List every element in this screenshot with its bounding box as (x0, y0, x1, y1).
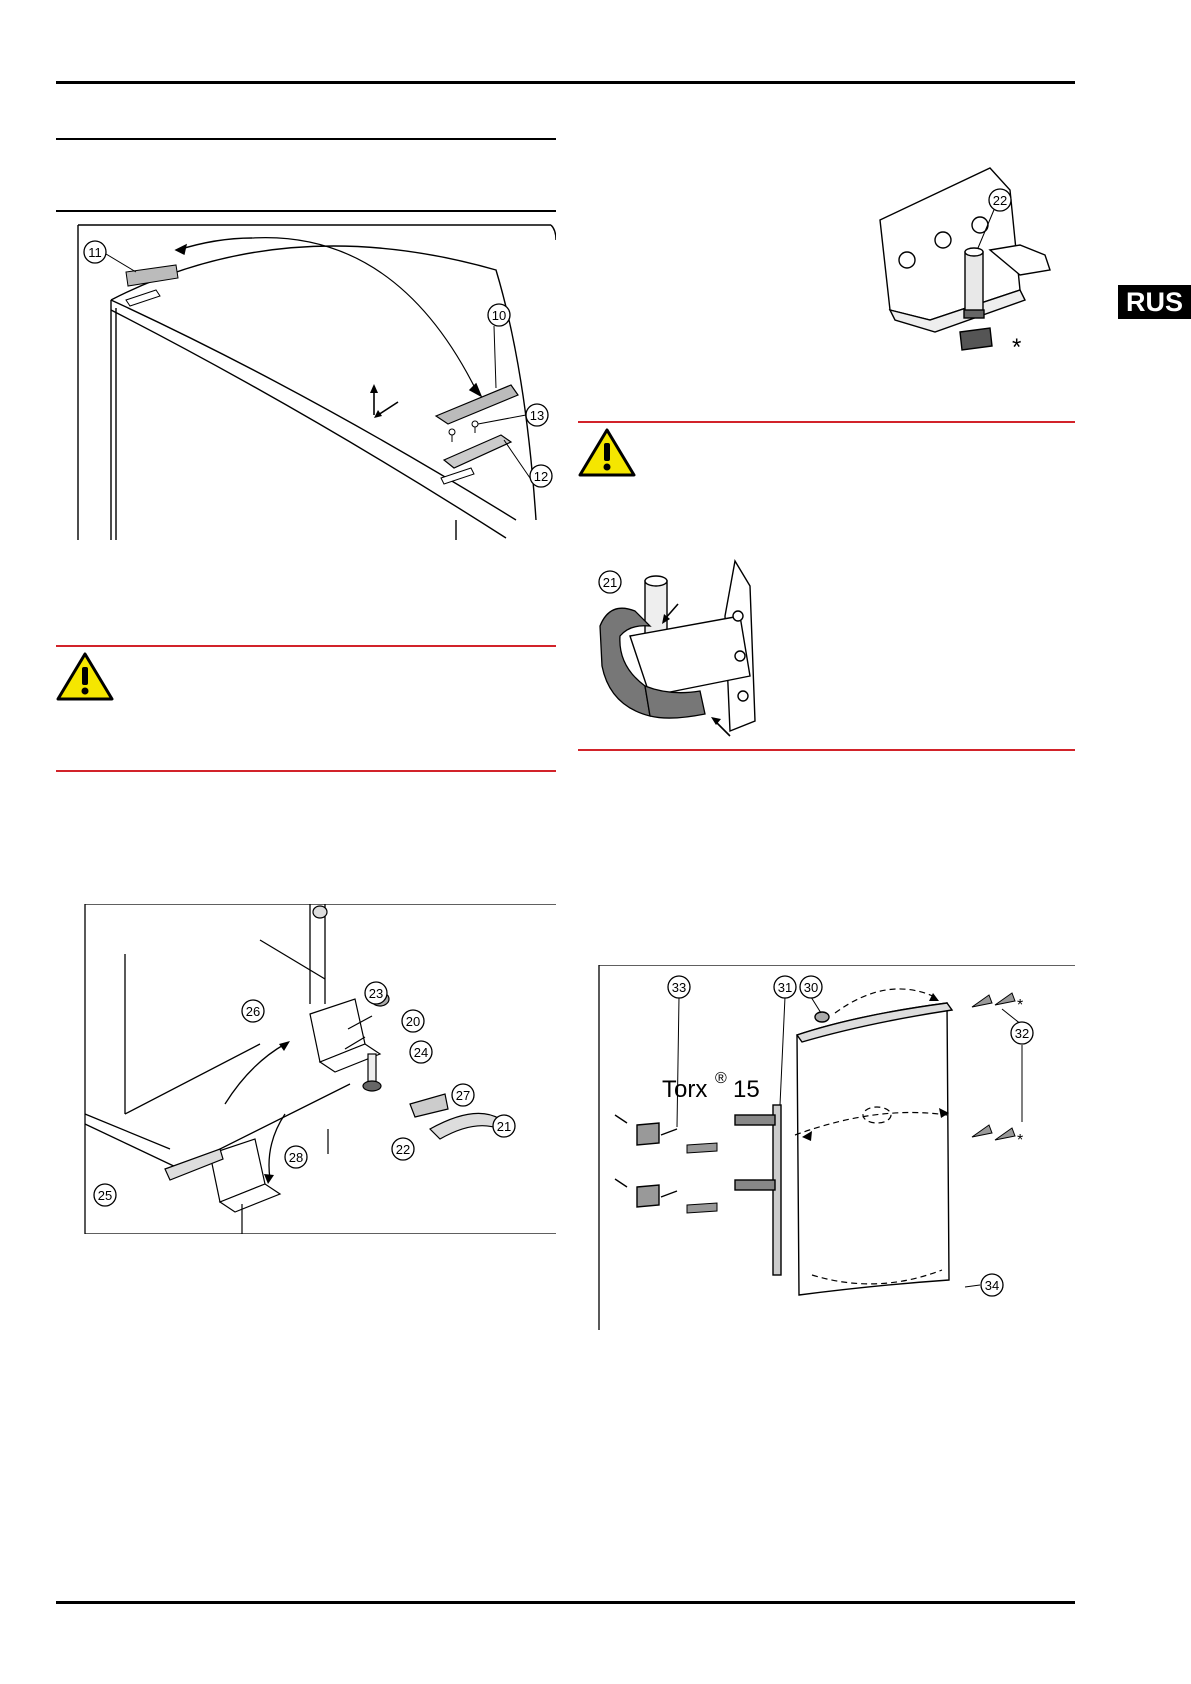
guard-21-detail (599, 607, 652, 717)
language-badge: RUS (1118, 285, 1191, 319)
cover-part-11-shape (125, 264, 179, 287)
figure-bottom-hinge: 20 21 22 23 24 25 26 27 28 (84, 904, 556, 1234)
callout-22 (391, 1137, 415, 1161)
warning-rule-right-bottom (578, 749, 1075, 751)
svg-text:Torx: Torx (662, 1076, 707, 1103)
callout-20 (401, 1009, 425, 1033)
svg-text:27: 27 (456, 1088, 470, 1103)
callout-24 (409, 1040, 433, 1064)
callout-32 (1010, 1021, 1034, 1045)
svg-text:25: 25 (98, 1188, 112, 1203)
figure-hinge-guard: 21 (598, 559, 756, 737)
svg-text:26: 26 (246, 1004, 260, 1019)
svg-text:10: 10 (492, 308, 506, 323)
cover-25-shape (164, 1148, 224, 1181)
callout-34 (980, 1273, 1004, 1297)
cover-part-10-shape (434, 384, 519, 425)
svg-text:34: 34 (985, 1278, 999, 1293)
svg-text:31: 31 (778, 980, 792, 995)
figure-hinge-detail: 22 * (879, 167, 1051, 361)
guard-21-shape (429, 1112, 501, 1140)
callout-25 (93, 1183, 117, 1207)
svg-text:12: 12 (534, 469, 548, 484)
door-shape (796, 1002, 950, 1296)
svg-text:*: * (1017, 997, 1023, 1014)
warning-icon (56, 652, 114, 701)
svg-text:20: 20 (406, 1014, 420, 1029)
svg-text:30: 30 (804, 980, 818, 995)
section-heading-rule-bottom (56, 210, 556, 212)
callout-12 (529, 464, 553, 488)
callout-21-detail (598, 570, 622, 594)
cap-27-shape (409, 1093, 449, 1118)
bracket-12-shape (442, 434, 513, 469)
warning-rule-left-bottom (56, 770, 556, 772)
svg-text:®: ® (715, 1070, 727, 1087)
callout-23 (364, 981, 388, 1005)
svg-text:23: 23 (369, 986, 383, 1001)
figure-door-handle: 30 31 32 33 34 Torx ® 15 * * (598, 965, 1075, 1330)
warning-icon-right (578, 428, 636, 477)
footer-rule (56, 1601, 1075, 1604)
callout-33 (667, 975, 691, 999)
svg-text:15: 15 (733, 1076, 760, 1103)
callout-10 (487, 303, 511, 327)
svg-text:32: 32 (1015, 1026, 1029, 1041)
pin-22-shape (367, 1053, 377, 1085)
svg-text:*: * (1017, 1132, 1023, 1149)
callout-28 (284, 1145, 308, 1169)
callout-26 (241, 999, 265, 1023)
callout-22-detail (988, 188, 1012, 212)
svg-text:22: 22 (993, 193, 1007, 208)
svg-text:22: 22 (396, 1142, 410, 1157)
warning-rule-left-top (56, 645, 556, 647)
callout-11 (83, 240, 107, 264)
warning-rule-right-top (578, 421, 1075, 423)
callout-30 (799, 975, 823, 999)
svg-text:24: 24 (414, 1045, 428, 1060)
svg-text:33: 33 (672, 980, 686, 995)
figure-top-cover: 10 11 12 13 (77, 224, 556, 540)
svg-text:11: 11 (88, 245, 102, 260)
header-rule (56, 81, 1075, 84)
svg-text:13: 13 (530, 408, 544, 423)
callout-27 (451, 1083, 475, 1107)
svg-text:28: 28 (289, 1150, 303, 1165)
callout-31 (773, 975, 797, 999)
svg-text:*: * (1012, 334, 1021, 361)
svg-text:21: 21 (497, 1119, 511, 1134)
callout-21 (492, 1114, 516, 1138)
svg-text:21: 21 (603, 575, 617, 590)
section-heading-rule-top (56, 138, 556, 140)
